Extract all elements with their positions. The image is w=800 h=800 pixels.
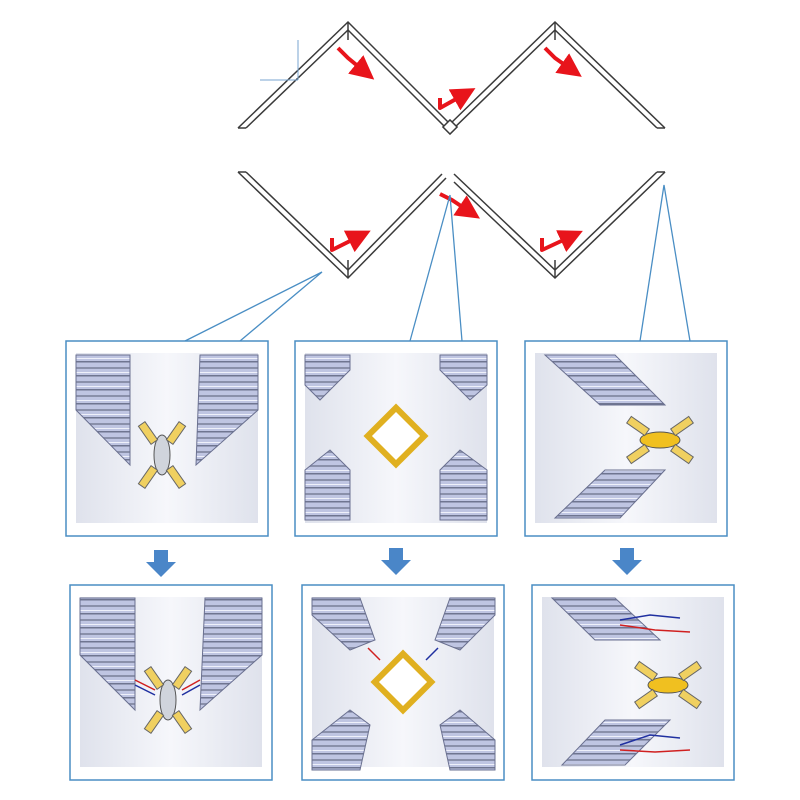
down-arrow-icon	[612, 548, 642, 575]
aluminium-profile	[311, 597, 376, 651]
aluminium-profile	[560, 719, 672, 766]
panel-x-corner-after	[301, 584, 505, 781]
square-connector	[363, 403, 429, 469]
red-l-arrow-icon	[336, 46, 375, 80]
corner-guide-lines	[260, 40, 299, 81]
aluminium-profile	[543, 354, 667, 406]
callout-lines	[184, 184, 691, 342]
red-l-arrow-icon	[439, 192, 480, 219]
wire	[367, 647, 381, 661]
panel-straight-after	[531, 584, 735, 781]
aluminium-profile	[75, 354, 131, 467]
aluminium-profile	[195, 354, 259, 467]
aluminium-profile	[550, 597, 662, 641]
connector	[137, 420, 187, 490]
panel-straight-before	[524, 340, 728, 537]
aluminium-profile	[311, 709, 371, 771]
square-connector	[370, 649, 436, 715]
aluminium-profile	[304, 449, 351, 521]
red-l-arrow-icon	[330, 230, 371, 253]
panel-v-corner-before	[65, 340, 269, 537]
zigzag-profile-top	[237, 20, 666, 136]
panel-v-corner-after	[69, 584, 273, 781]
aluminium-profile	[304, 354, 351, 401]
down-arrow-icon	[381, 548, 411, 575]
red-l-arrow-icon	[543, 46, 582, 77]
wire	[619, 624, 691, 633]
connector	[143, 665, 193, 735]
aluminium-profile	[434, 597, 496, 651]
wire	[181, 684, 201, 696]
wire	[134, 684, 156, 696]
wire	[181, 679, 201, 691]
zigzag-profile-bottom	[237, 171, 666, 280]
wire	[619, 614, 681, 621]
connector	[633, 660, 703, 710]
wire	[425, 647, 439, 661]
aluminium-profile	[553, 469, 667, 519]
connector	[625, 415, 695, 465]
aluminium-profile	[439, 449, 488, 521]
aluminium-profile	[439, 709, 496, 771]
red-l-arrow-icon	[540, 230, 583, 252]
aluminium-profile	[199, 597, 263, 712]
wire	[619, 734, 681, 746]
wire	[619, 749, 691, 753]
step-arrows	[146, 548, 642, 577]
aluminium-profile	[439, 354, 488, 401]
direction-arrows	[330, 46, 583, 253]
wire	[134, 679, 156, 691]
aluminium-profile	[79, 597, 136, 712]
red-l-arrow-icon	[438, 88, 476, 111]
panel-x-corner-before	[294, 340, 498, 537]
down-arrow-icon	[146, 550, 176, 577]
